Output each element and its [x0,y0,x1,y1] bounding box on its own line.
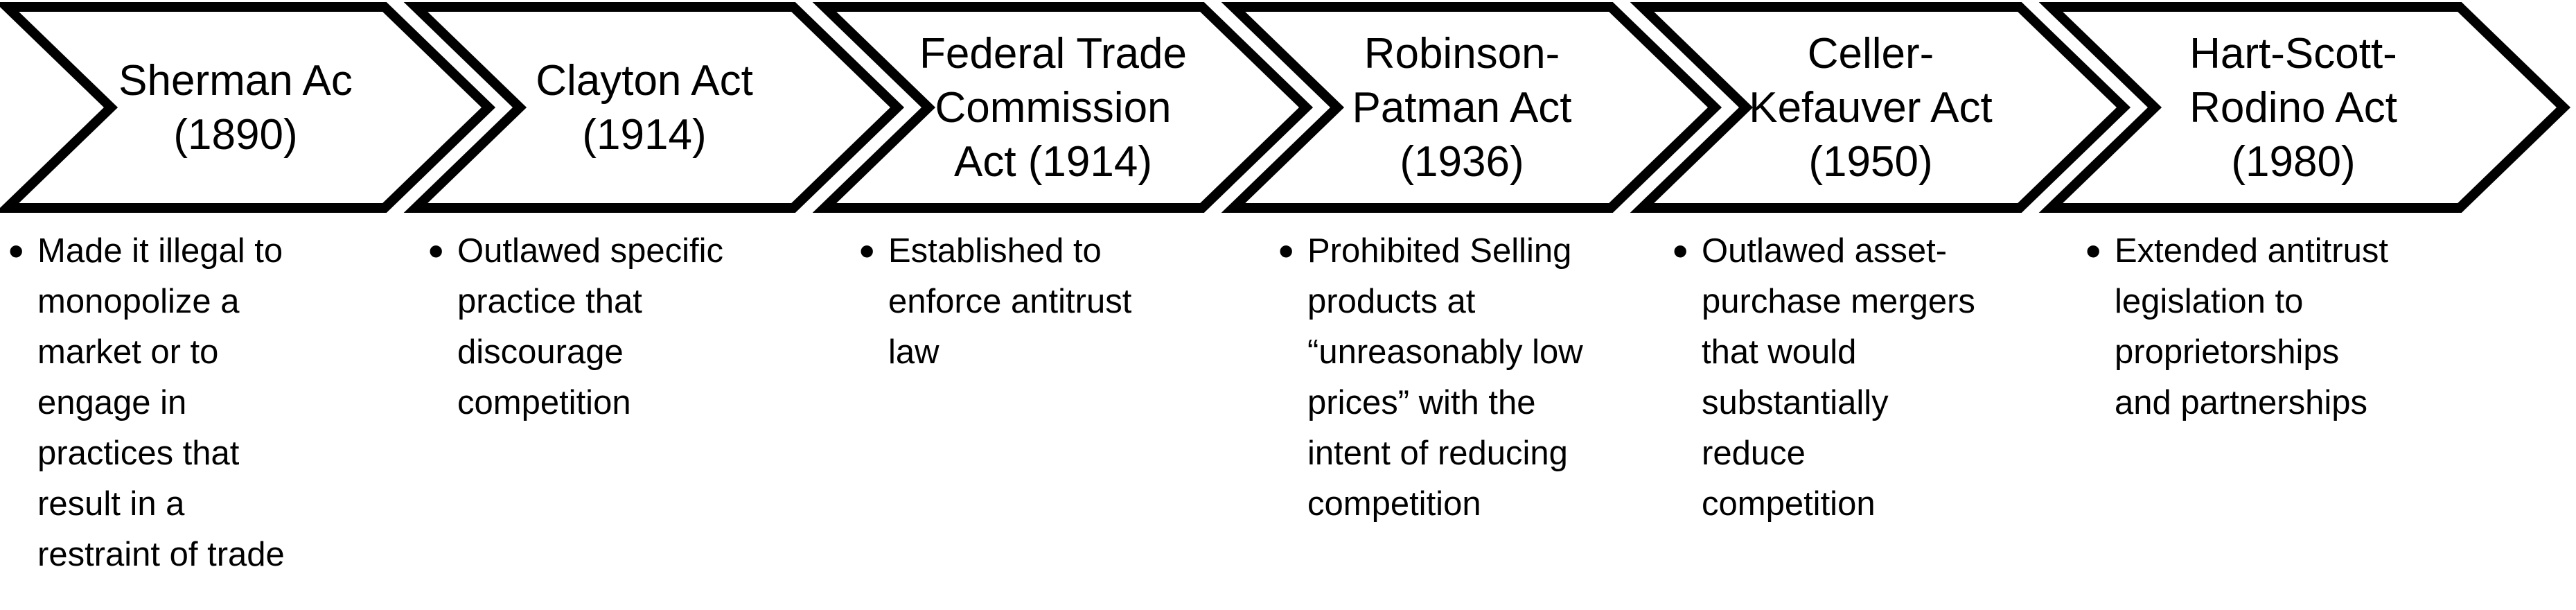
bullet-icon: • [859,226,875,276]
bullet-icon: • [1278,226,1294,276]
chevron-band [0,2,2571,213]
chevron-label-hart-scott-rodino-act: Hart-Scott- Rodino Act (1980) [2189,30,2397,186]
bullet-icon: • [428,226,444,276]
chevron-shape-3 [812,2,1314,213]
chevron-label-robinson-patman-act: Robinson- Patman Act (1936) [1352,30,1572,186]
bullet-icon: • [2085,226,2101,276]
step-description-text: Made it illegal to monopolize a market o… [37,232,285,573]
step-description-sherman-act: • Made it illegal to monopolize a market… [8,226,414,580]
step-description-text: Established to enforce antitrust law [888,232,1132,371]
chevron-shape-1 [0,2,496,213]
chevron-shape-4 [1221,2,1722,213]
step-description-text: Outlawed asset- purchase mergers that wo… [1702,232,1975,523]
step-description-text: Outlawed specific practice that discoura… [457,232,724,421]
step-description-hart-scott-rodino-act: • Extended antitrust legislation to prop… [2085,226,2491,428]
step-description-celler-kefauver-act: • Outlawed asset- purchase mergers that … [1673,226,2078,530]
bullet-icon: • [8,226,24,276]
step-description-ftc-act: • Established to enforce antitrust law [859,226,1264,378]
chevron-shape-6 [2038,2,2571,213]
chevron-label-clayton-act: Clayton Act (1914) [536,57,753,159]
chevron-label-ftc-act: Federal Trade Commission Act (1914) [919,30,1187,186]
bullet-icon: • [1673,226,1688,276]
chevron-label-sherman-act: Sherman Ac (1890) [118,57,353,159]
step-description-text: Extended antitrust legislation to propri… [2115,232,2388,421]
step-description-robinson-patman-act: • Prohibited Selling products at “unreas… [1278,226,1684,530]
step-description-text: Prohibited Selling products at “unreason… [1307,232,1583,523]
chevron-shape-2 [403,2,905,213]
step-description-clayton-act: • Outlawed specific practice that discou… [428,226,833,428]
chevron-shape-5 [1630,2,2131,213]
chevron-label-celler-kefauver-act: Celler- Kefauver Act (1950) [1749,30,1993,186]
